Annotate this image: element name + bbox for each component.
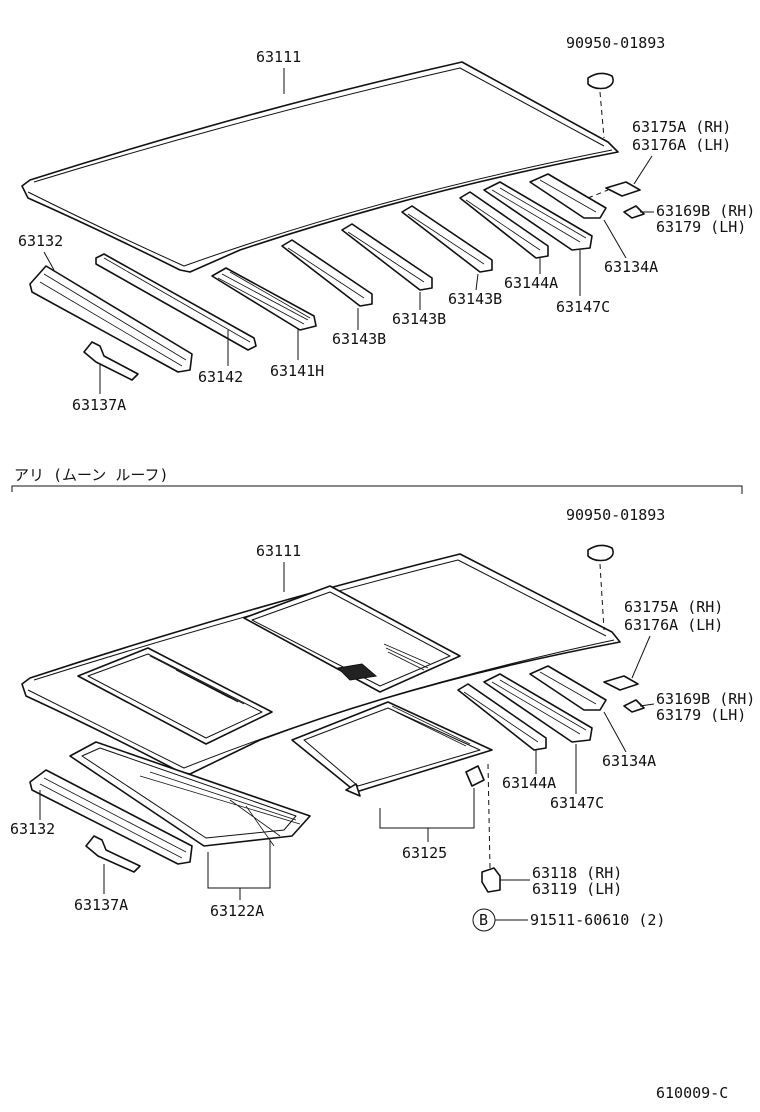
- label-63143b-top-3: 63143B: [332, 330, 386, 348]
- frame-63122a: [69, 741, 311, 847]
- bracket-63137a-top: [83, 341, 139, 381]
- label-63141h-top: 63141H: [270, 362, 324, 380]
- label-63142-top: 63142: [198, 368, 243, 386]
- moonroof-opening-rear: [243, 585, 461, 693]
- cap-90950-bottom: [587, 544, 614, 562]
- label-63132-bottom: 63132: [10, 820, 55, 838]
- label-63175a-top: 63175A (RH): [632, 118, 731, 136]
- figure-number: 610009-C: [656, 1084, 728, 1102]
- front-header-63132: [29, 265, 193, 373]
- bottom-assembly: [21, 544, 645, 932]
- label-63134a-bottom: 63134A: [602, 752, 656, 770]
- label-63132-top: 63132: [18, 232, 63, 250]
- front-header-63132-bottom: [29, 769, 193, 865]
- label-90950-bottom: 90950-01893: [566, 506, 665, 524]
- label-63137a-bottom: 63137A: [74, 896, 128, 914]
- label-63144a-bottom: 63144A: [502, 774, 556, 792]
- label-63143b-top-1: 63143B: [448, 290, 502, 308]
- section-header: アリ (ムーン ルーフ): [14, 466, 168, 484]
- label-63118: 63118 (RH): [532, 864, 622, 882]
- label-63137a-top: 63137A: [72, 396, 126, 414]
- label-63125: 63125: [402, 844, 447, 862]
- bottom-labels: 90950-01893 63111 63175A (RH) 63176A (LH…: [10, 506, 755, 929]
- roof-panel: [21, 61, 619, 273]
- label-91511: 91511-60610 (2): [530, 911, 665, 929]
- top-labels: 90950-01893 63111 63175A (RH) 63176A (LH…: [18, 34, 755, 414]
- label-63169b-top: 63169B (RH): [656, 202, 755, 220]
- roof-bows-top: [95, 173, 607, 351]
- label-63176a-top: 63176A (LH): [632, 136, 731, 154]
- label-63143b-top-2: 63143B: [392, 310, 446, 328]
- label-63122a: 63122A: [210, 902, 264, 920]
- label-63119: 63119 (LH): [532, 880, 622, 898]
- label-63147c-bottom: 63147C: [550, 794, 604, 812]
- label-63169b-bottom: 63169B (RH): [656, 690, 755, 708]
- label-63179-top: 63179 (LH): [656, 218, 746, 236]
- top-assembly: [21, 61, 645, 381]
- label-63175a-bottom: 63175A (RH): [624, 598, 723, 616]
- label-90950-top: 90950-01893: [566, 34, 665, 52]
- label-63176a-bottom: 63176A (LH): [624, 616, 723, 634]
- label-63179-bottom: 63179 (LH): [656, 706, 746, 724]
- ref-b-letter: B: [479, 911, 488, 929]
- label-63147c-top: 63147C: [556, 298, 610, 316]
- moonroof-opening-front: [77, 647, 273, 745]
- section-bracket: [11, 485, 743, 494]
- label-63134a-top: 63134A: [604, 258, 658, 276]
- label-63111-top: 63111: [256, 48, 301, 66]
- bracket-63118: [481, 867, 501, 893]
- cap-90950-top: [587, 72, 614, 90]
- label-63111-bottom: 63111: [256, 542, 301, 560]
- label-63144a-top: 63144A: [504, 274, 558, 292]
- frame-63125: [291, 701, 493, 793]
- bracket-63137a-bottom: [85, 835, 141, 873]
